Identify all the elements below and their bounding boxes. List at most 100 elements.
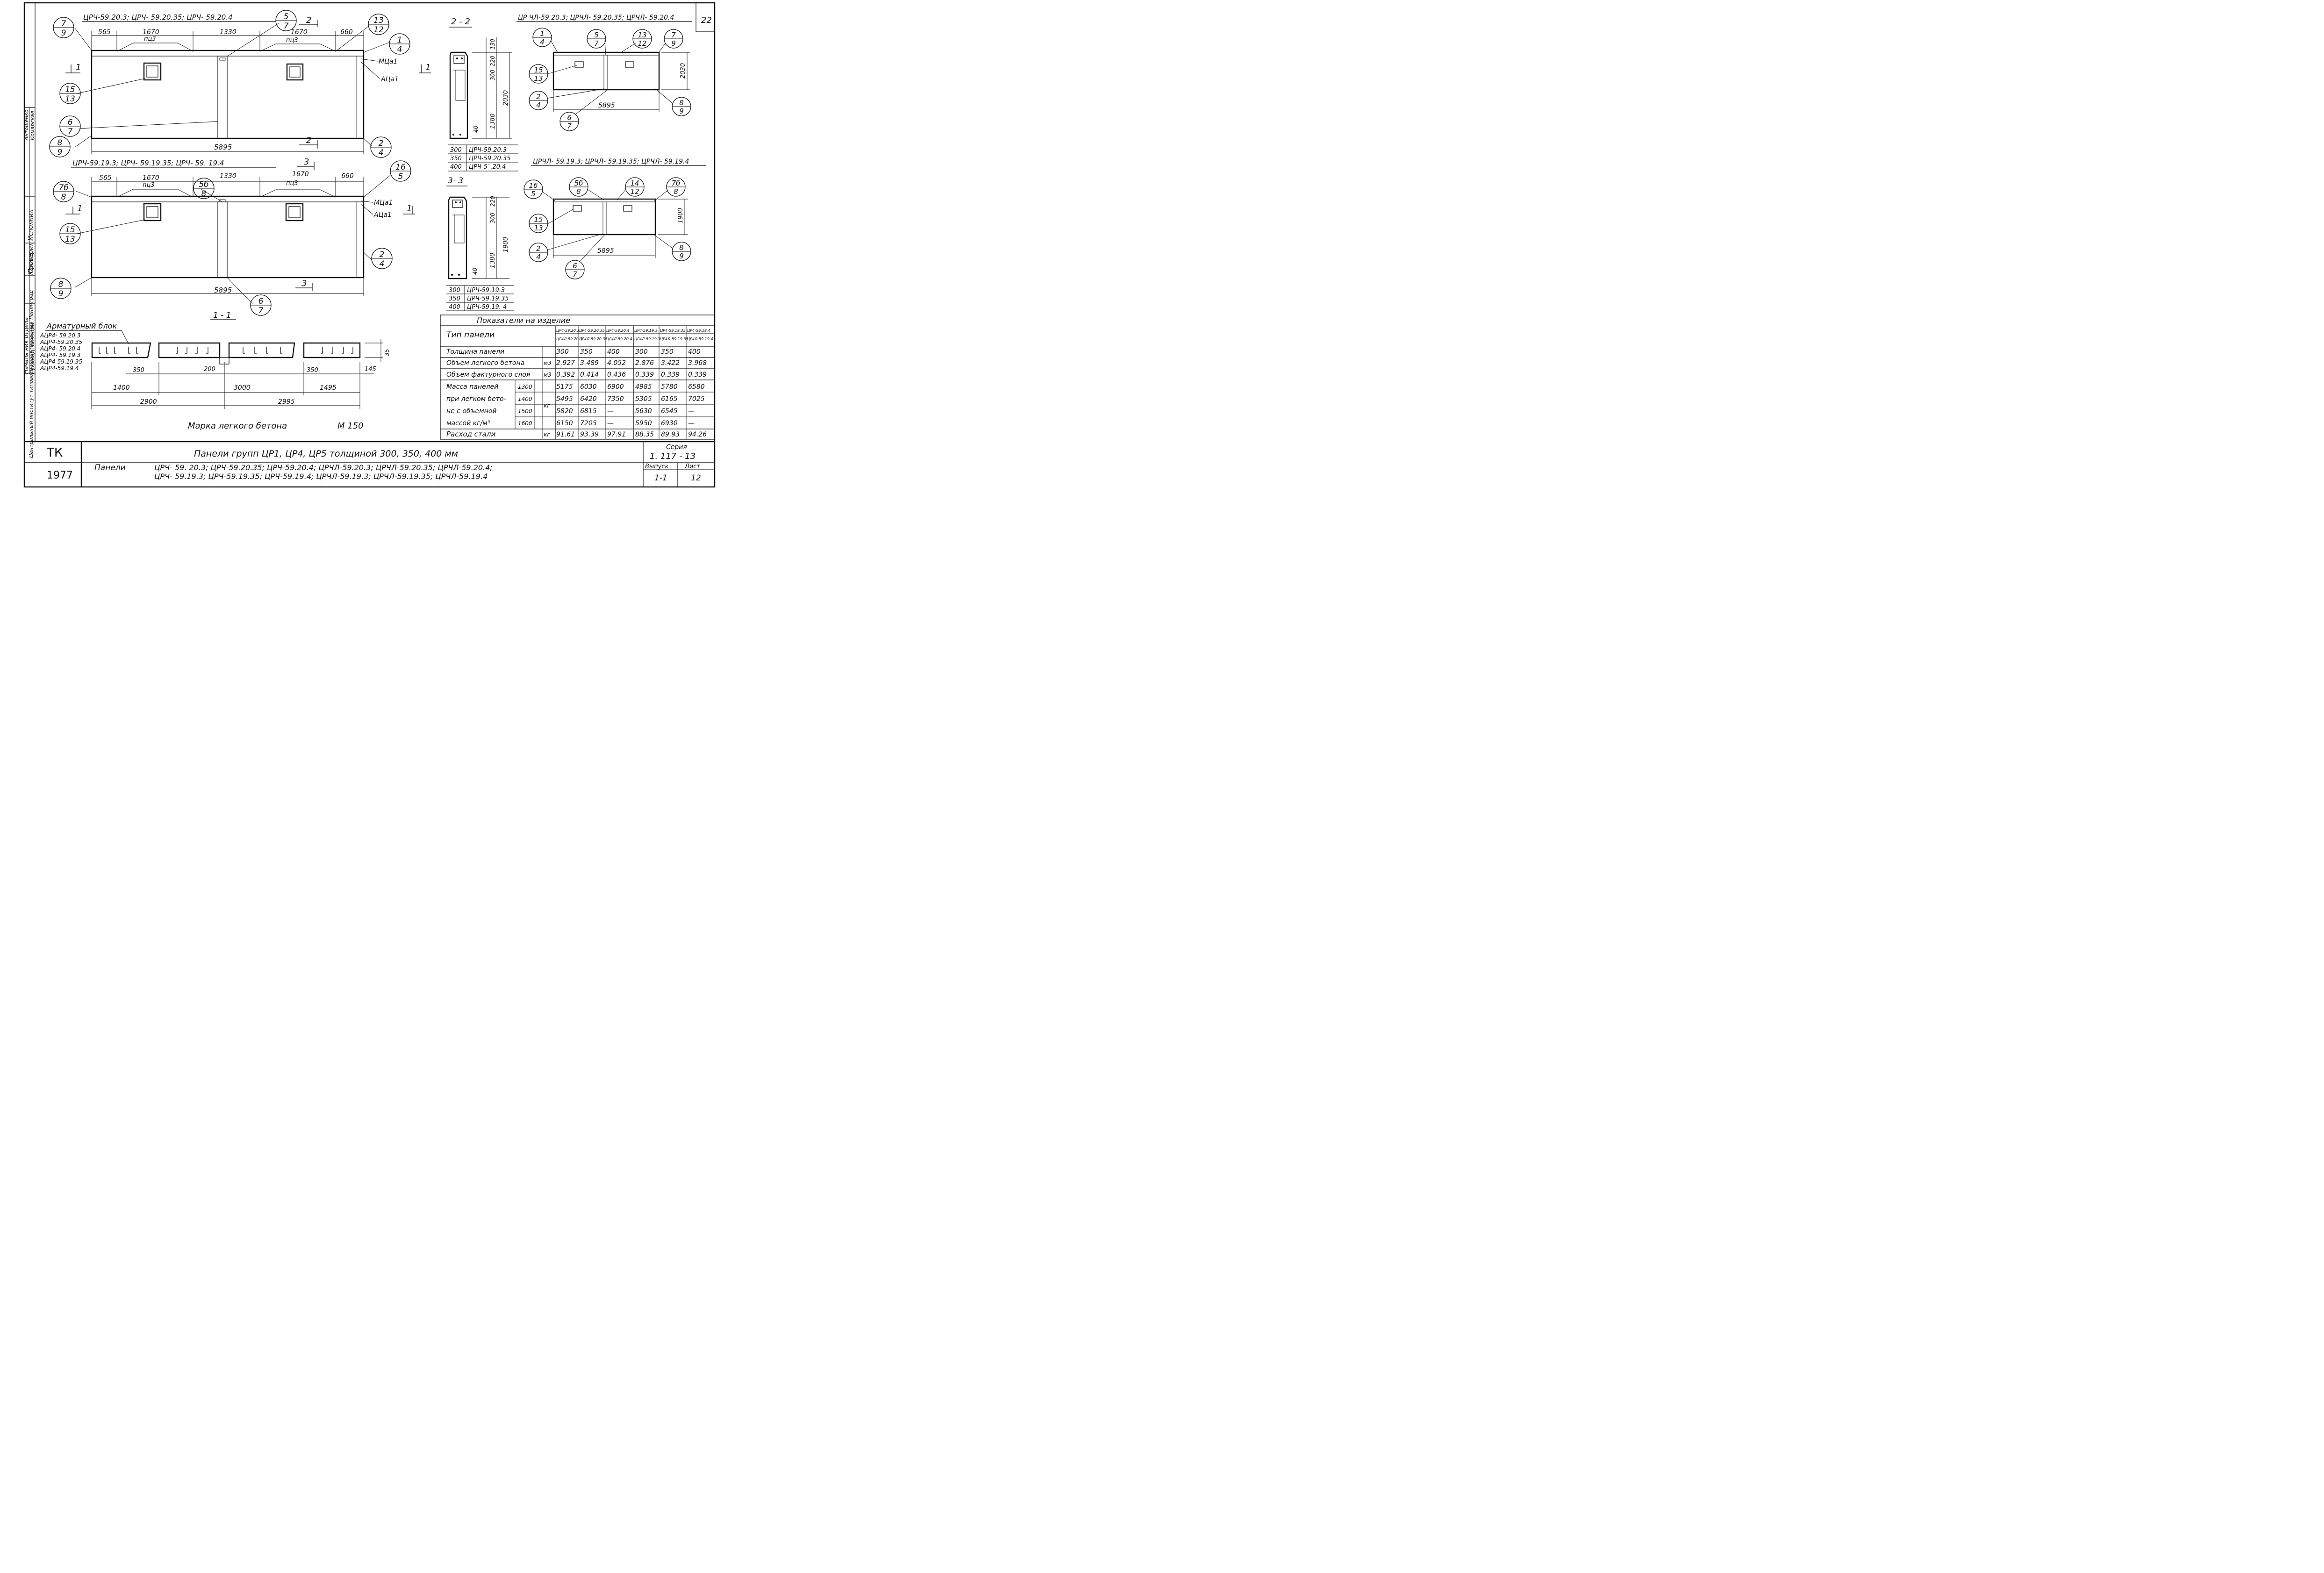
bubble-top: 13 [638,31,646,39]
callout-bubble: 57 [587,29,606,49]
table-cell: 5305 [635,395,652,403]
callout-bubble: 24 [371,248,393,269]
table-cell: 6420 [580,395,597,403]
bubble-top: 5 [594,31,599,39]
sec33-title: 3- 3 [448,176,463,186]
table-cell: — [607,420,614,427]
sec11-mid-1: 1400 [113,384,130,392]
mass-label: Масса панелей [446,383,498,391]
stamp-org: ТК [46,446,63,460]
bubble-top: 6 [68,118,73,127]
callout-bubble: 67 [250,294,272,316]
sheet-border [23,2,716,488]
table-cell: 93.39 [580,431,599,438]
role-sector: Руковод. сектора [29,322,36,374]
table-cell: 6030 [580,383,597,391]
small1-height: 2030 [680,63,687,79]
elev1-pc-2: пц3 [286,37,298,44]
table-cell: 5820 [556,408,573,415]
stamp-panels-2: ЦРЧ- 59.19.3; ЦРЧ-59.19.35; ЦРЧ-59.19.4;… [154,472,488,481]
bubble-bottom: 12 [630,187,639,196]
sec22-dim-2: 220 [489,56,496,66]
type-col3b: ЦР4Л-59.20.4 [606,337,632,341]
callout-bubble: 7б8 [666,177,686,197]
sec33-r2-t: 350 [449,295,460,302]
elev1-sec-d: 2 [306,136,311,145]
bubble-bottom: 4 [536,253,541,261]
type-col3: ЦР4-59.20.4 [606,329,630,333]
table-cell: — [688,420,695,427]
bubble-bottom: 13 [65,94,75,104]
rebar-marks [99,347,353,354]
callout-bubble: 24 [370,136,392,158]
callout-bubble: 89 [672,97,691,116]
bubble-top: 15 [65,85,75,94]
elevation-2: ЦРЧ-59.19.3; ЦРЧ- 59.19.35; ЦРЧ- 59. 19.… [65,157,415,296]
elev2-tag-2: АЦа1 [373,211,392,219]
elev1-sec-a: 1 [76,63,81,72]
sec22-r2-n: ЦРЧ-59.20.35 [469,155,510,162]
bubble-bottom: 7 [68,127,73,136]
bubble-bottom: 9 [61,29,66,38]
elev2-leaders [74,175,391,304]
table-title: Показатели на изделие [477,316,570,325]
table-cell: 300 [556,348,569,356]
bubble-top: 8 [679,99,684,107]
elev2-sec-c: 3 [304,157,309,167]
elev1-dim-2: 1670 [143,29,159,36]
table-cell: 5175 [556,383,573,391]
small-leaders [542,40,674,262]
sec33-dim-3: 1900 [502,237,509,252]
stamp-series-label: Серия [666,443,687,451]
table-cell: — [607,408,614,415]
elev1-dim-3: 1330 [220,29,237,36]
type-col2b: ЦР4Л-59.20.35 [579,337,608,341]
elev2-dim-3: 1330 [220,172,237,180]
callout-bubble: 165 [390,160,411,182]
bubble-top: 5 [284,12,289,21]
block-item-1: АЦР4- 59.20.3 [40,332,80,339]
bubble-top: 15 [534,66,543,74]
section-2-2: 2 - 2 130 220 300 2030 1380 40 300 ЦРЧ-5… [448,17,518,172]
callout-bubble: 24 [529,91,548,110]
sec11-mid-2: 3000 [234,384,251,392]
bubble-bottom: 12 [638,39,646,48]
stamp-series: 1. 117 - 13 [650,451,696,461]
table-cell: 89.93 [661,431,680,438]
section-1-1: 1 - 1 Арматурный блок АЦР4- 59.20.3 АЦР4… [40,311,390,431]
bubble-top: 14 [630,179,639,187]
bubble-top: 1 [540,29,545,38]
type-col6b: ЦР4Л-59.19.4 [687,337,713,341]
callout-bubble: 79 [664,29,683,49]
block-item-6: АЦР4-59.19.4 [40,365,79,372]
bubble-top: 7 [61,19,66,29]
role-executed: Исполнил [28,209,35,241]
elev1-tag-1: МЦа1 [379,58,397,65]
bubble-top: 16 [395,163,406,172]
callout-bubble: 24 [529,243,548,262]
type-label: Тип панели [446,330,495,340]
bubble-top: 6 [573,262,577,270]
sec33-dim-2: 300 [489,213,496,223]
table-cell: 0.339 [635,371,654,379]
table-cell: 5950 [635,420,652,427]
elev2-dim-2: 1670 [143,174,159,182]
table-cell: 6930 [661,420,678,427]
mass-density: 1400 [518,396,532,402]
bubbles: 795713121415136789247б85б816515138924671… [49,10,691,316]
sec11-total-1: 2900 [140,398,157,406]
bubble-bottom: 13 [65,235,75,244]
table-row-unit: м3 [544,372,552,378]
side-strip: Исполнил Проверил Началь ник отдела Руко… [23,109,36,458]
table-cell: 400 [688,348,701,356]
table-cell: 5630 [635,408,652,415]
callout-bubble: 89 [49,136,71,157]
table-cell: — [688,408,695,415]
sec22-r1-t: 300 [450,147,462,154]
table-row-label: Объем легкого бетона [446,359,524,367]
small1-title: ЦР ЧЛ-59.20.3; ЦРЧЛ- 59.20.35; ЦРЧЛ- 59.… [518,14,674,21]
sec33-dim-1: 220 [489,196,496,207]
table-cell: 0.436 [607,371,626,379]
